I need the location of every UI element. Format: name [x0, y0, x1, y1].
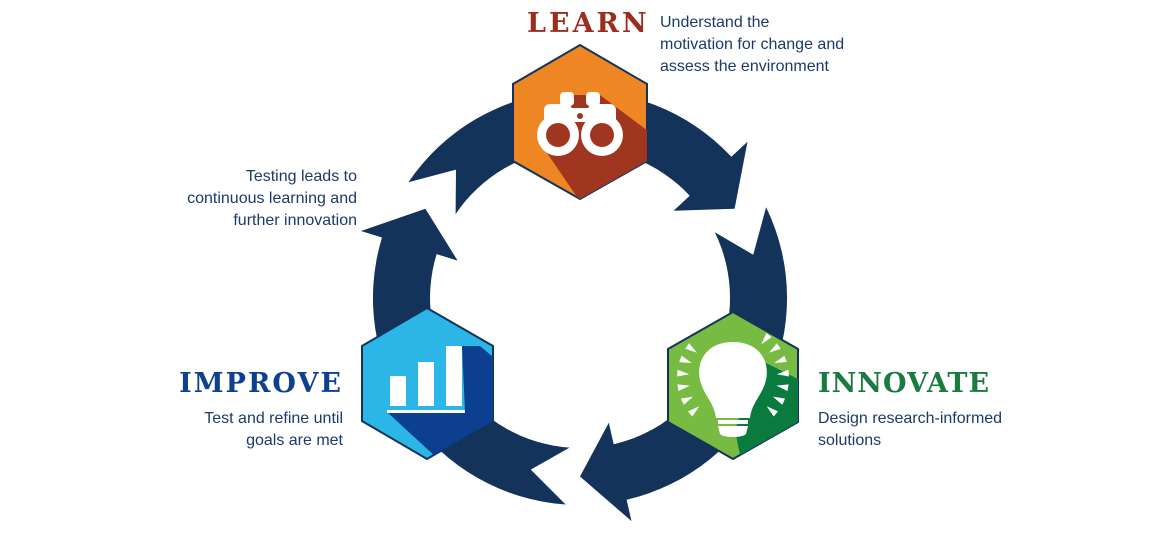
light-ray — [677, 369, 690, 377]
cycle-note: Testing leads to continuous learning and… — [187, 166, 357, 232]
innovate-line: solutions — [818, 432, 882, 449]
improve-line: goals are met — [246, 432, 343, 449]
learn-title: LEARN — [527, 8, 650, 39]
light-ray — [776, 369, 789, 377]
note-line: continuous learning and — [187, 190, 357, 207]
learn-line: Understand the — [660, 14, 770, 31]
binoculars-icon — [537, 92, 623, 156]
light-ray — [680, 396, 694, 405]
note-line: Testing leads to — [245, 168, 357, 185]
innovate-title: INNOVATE — [818, 368, 991, 399]
light-ray — [766, 406, 778, 417]
learn-description: Understand the motivation for change and… — [660, 12, 844, 78]
light-ray — [677, 384, 690, 391]
light-ray — [776, 384, 789, 391]
light-ray — [761, 333, 772, 345]
learn-line: motivation for change and — [660, 36, 845, 53]
improve-title: IMPROVE — [179, 368, 343, 399]
light-ray — [769, 343, 781, 353]
innovate-line: Design research-informed — [818, 410, 1003, 427]
light-ray — [685, 343, 697, 353]
light-ray — [774, 355, 787, 363]
light-ray — [679, 355, 692, 363]
improve-description: Test and refine until goals are met — [204, 408, 343, 452]
light-ray — [688, 406, 700, 417]
innovate-description: Design research-informed solutions — [818, 408, 1002, 452]
cycle-arrow-segment — [361, 208, 570, 505]
light-ray — [772, 396, 786, 405]
innovate-hexagon — [667, 310, 799, 461]
learn-line: assess the environment — [660, 58, 829, 75]
lightbulb-icon — [677, 333, 789, 437]
cycle-arrow-segment — [580, 207, 788, 522]
cycle-ring — [361, 90, 788, 522]
bar-chart-icon — [387, 346, 465, 413]
cycle-arrow-segment — [408, 90, 748, 215]
note-line: further innovation — [233, 212, 357, 229]
improve-line: Test and refine until — [204, 410, 343, 427]
